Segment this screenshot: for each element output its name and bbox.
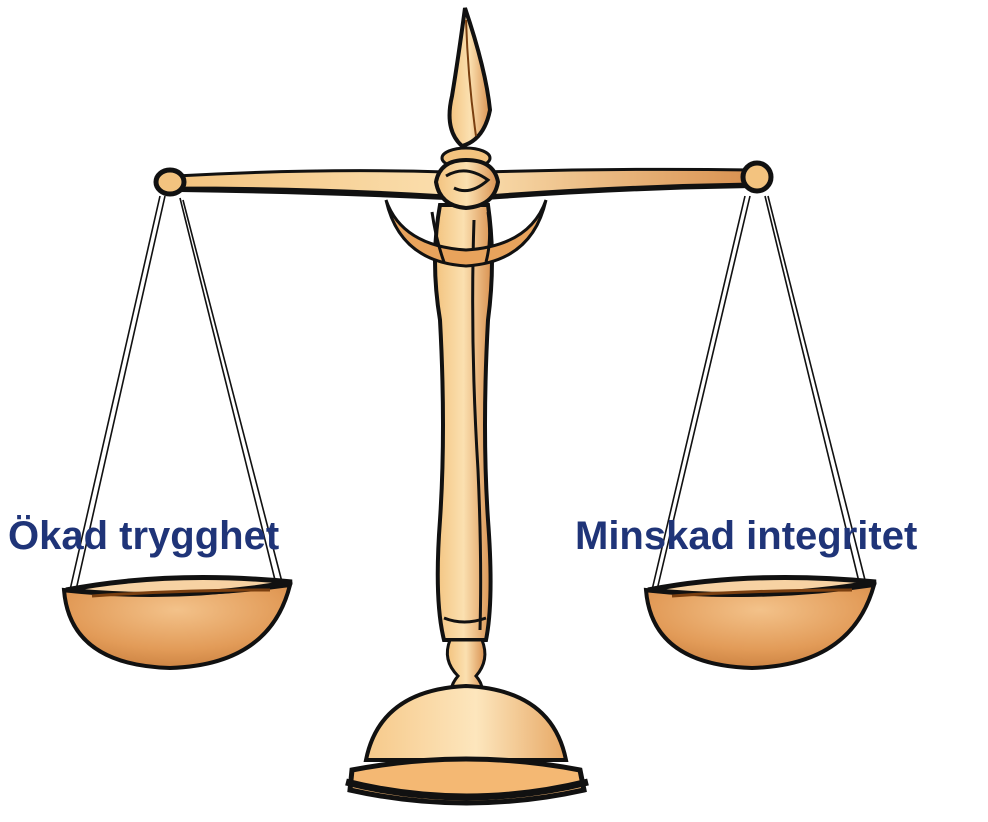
top-spire [450,8,490,146]
central-column [435,205,492,700]
left-pan-label: Ökad trygghet [8,512,279,560]
right-pan-label: Minskad integritet [575,512,917,560]
central-ornament [436,148,498,208]
left-pan [64,578,292,669]
right-pan [646,578,876,669]
scale-base [346,686,588,803]
